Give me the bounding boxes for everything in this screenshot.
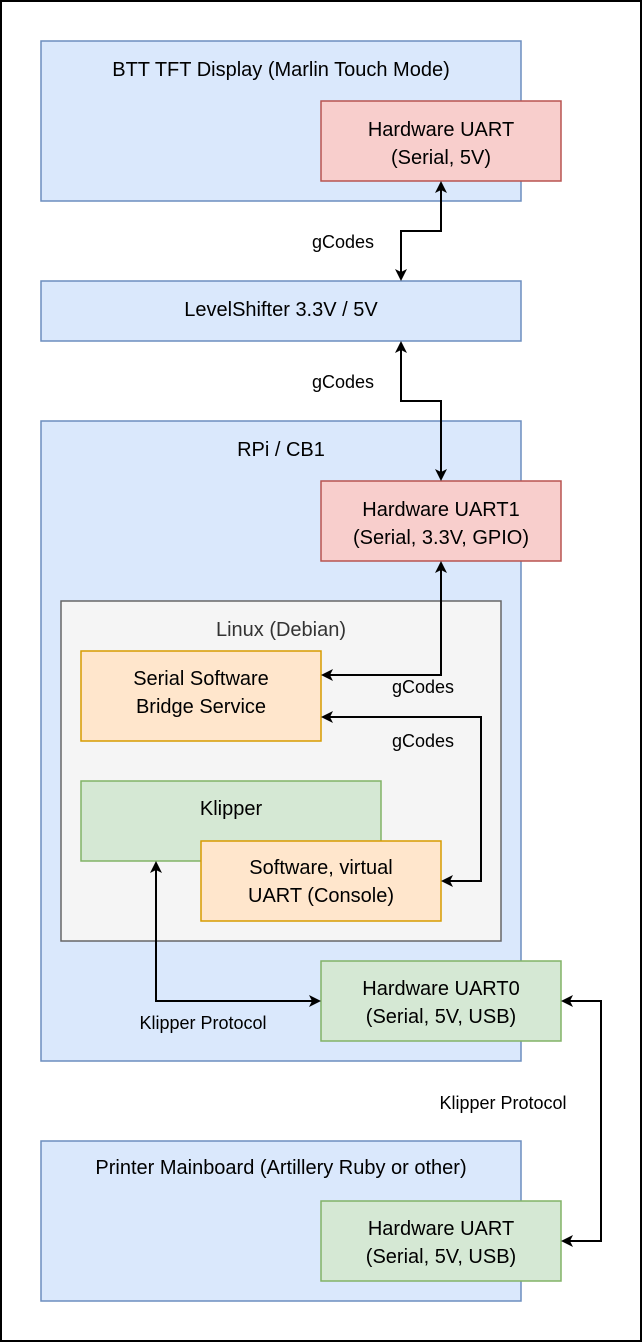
hardware-uart0-node: Hardware UART0 (Serial, 5V, USB) [320, 960, 562, 1042]
edge-label-klipper-to-uart0: Klipper Protocol [139, 1013, 266, 1033]
mainboard-hardware-uart-node: Hardware UART (Serial, 5V, USB) [320, 1200, 562, 1282]
tft-hardware-uart-node: Hardware UART (Serial, 5V) [320, 100, 562, 182]
edge-label-bridge-to-virtual-uart: gCodes [392, 731, 454, 751]
bridge-label-line1: Serial Software [133, 668, 269, 690]
edge-bridge-to-virtual-uart [321, 711, 482, 887]
virtual-uart-console-node: Software, virtual UART (Console) [200, 840, 442, 922]
rpi-cb1-label: RPi / CB1 [237, 439, 325, 461]
printer-mainboard-label: Printer Mainboard (Artillery Ruby or oth… [95, 1157, 466, 1179]
bridge-label-line2: Bridge Service [136, 696, 266, 718]
mainboard-uart-label-line2: (Serial, 5V, USB) [366, 1246, 516, 1268]
btt-tft-display-label: BTT TFT Display (Marlin Touch Mode) [112, 59, 450, 81]
uart1-label-line1: Hardware UART1 [362, 499, 519, 521]
edge-uart0-to-mainboard [561, 995, 602, 1247]
mainboard-uart-label-line1: Hardware UART [368, 1218, 514, 1240]
uart1-label-line2: (Serial, 3.3V, GPIO) [353, 527, 529, 549]
linux-debian-label: Linux (Debian) [216, 619, 346, 641]
levelshifter-node: LevelShifter 3.3V / 5V [40, 280, 522, 342]
uart0-label-line2: (Serial, 5V, USB) [366, 1006, 516, 1028]
edge-label-levelshifter-to-uart1: gCodes [312, 372, 374, 392]
edge-label-uart1-to-bridge: gCodes [392, 677, 454, 697]
edge-label-uart0-to-mainboard: Klipper Protocol [439, 1093, 566, 1113]
edge-levelshifter-to-uart1 [395, 341, 447, 481]
edge-uart1-to-bridge [321, 561, 447, 681]
levelshifter-label: LevelShifter 3.3V / 5V [184, 299, 378, 321]
virtual-uart-label-line1: Software, virtual [249, 857, 392, 879]
uart0-label-line1: Hardware UART0 [362, 978, 519, 1000]
edge-label-tft-to-levelshifter: gCodes [312, 232, 374, 252]
edge-klipper-to-uart0 [150, 861, 321, 1007]
hardware-uart1-node: Hardware UART1 (Serial, 3.3V, GPIO) [320, 480, 562, 562]
serial-bridge-service-node: Serial Software Bridge Service [80, 650, 322, 742]
tft-uart-label-line1: Hardware UART [368, 119, 514, 141]
edge-tft-to-levelshifter [395, 181, 447, 281]
klipper-label: Klipper [200, 798, 263, 820]
tft-uart-label-line2: (Serial, 5V) [391, 147, 491, 169]
virtual-uart-label-line2: UART (Console) [248, 885, 394, 907]
